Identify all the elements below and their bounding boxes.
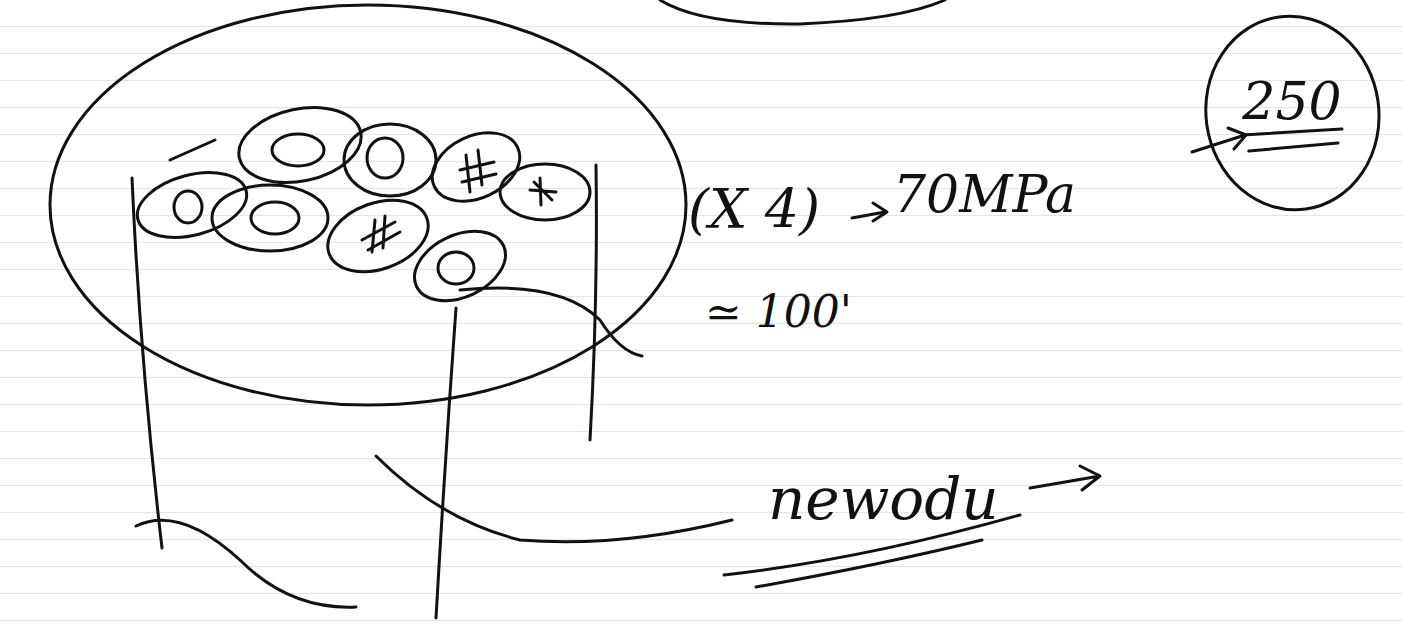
- circled-value: 250: [1203, 13, 1382, 213]
- fibre-core: [367, 138, 403, 178]
- handwritten-note: newodu: [768, 470, 999, 528]
- fibre: [344, 124, 436, 196]
- handwritten-note: (X 4): [688, 183, 820, 237]
- handwritten-note: ≃ 100': [705, 290, 852, 334]
- bottom-curve-2: [376, 456, 732, 542]
- fibre-core: [174, 191, 202, 223]
- arrow: [852, 203, 887, 221]
- hatch: [460, 150, 496, 192]
- handwritten-note: 70MPa: [893, 168, 1076, 220]
- arrow: [1192, 128, 1246, 152]
- hatch: [530, 178, 556, 205]
- fibre-core: [438, 252, 474, 284]
- fibre: [212, 185, 328, 251]
- hatch: [362, 216, 400, 252]
- leader-curve: [460, 288, 642, 356]
- right-wall: [590, 165, 596, 440]
- fibre: [421, 119, 531, 214]
- stroke: [170, 140, 215, 160]
- bottom-curve: [136, 520, 356, 607]
- fibre: [403, 218, 516, 315]
- arrow: [1030, 466, 1100, 490]
- fibre-core: [272, 134, 324, 166]
- center-line: [436, 308, 456, 618]
- outer-ellipse: [50, 5, 686, 405]
- fibre-core: [251, 202, 299, 234]
- left-wall: [132, 178, 162, 548]
- fibre: [130, 162, 254, 249]
- fibre: [318, 187, 438, 285]
- top-arc: [660, 0, 945, 24]
- fibre: [500, 164, 590, 220]
- value-text: 250: [1242, 75, 1341, 127]
